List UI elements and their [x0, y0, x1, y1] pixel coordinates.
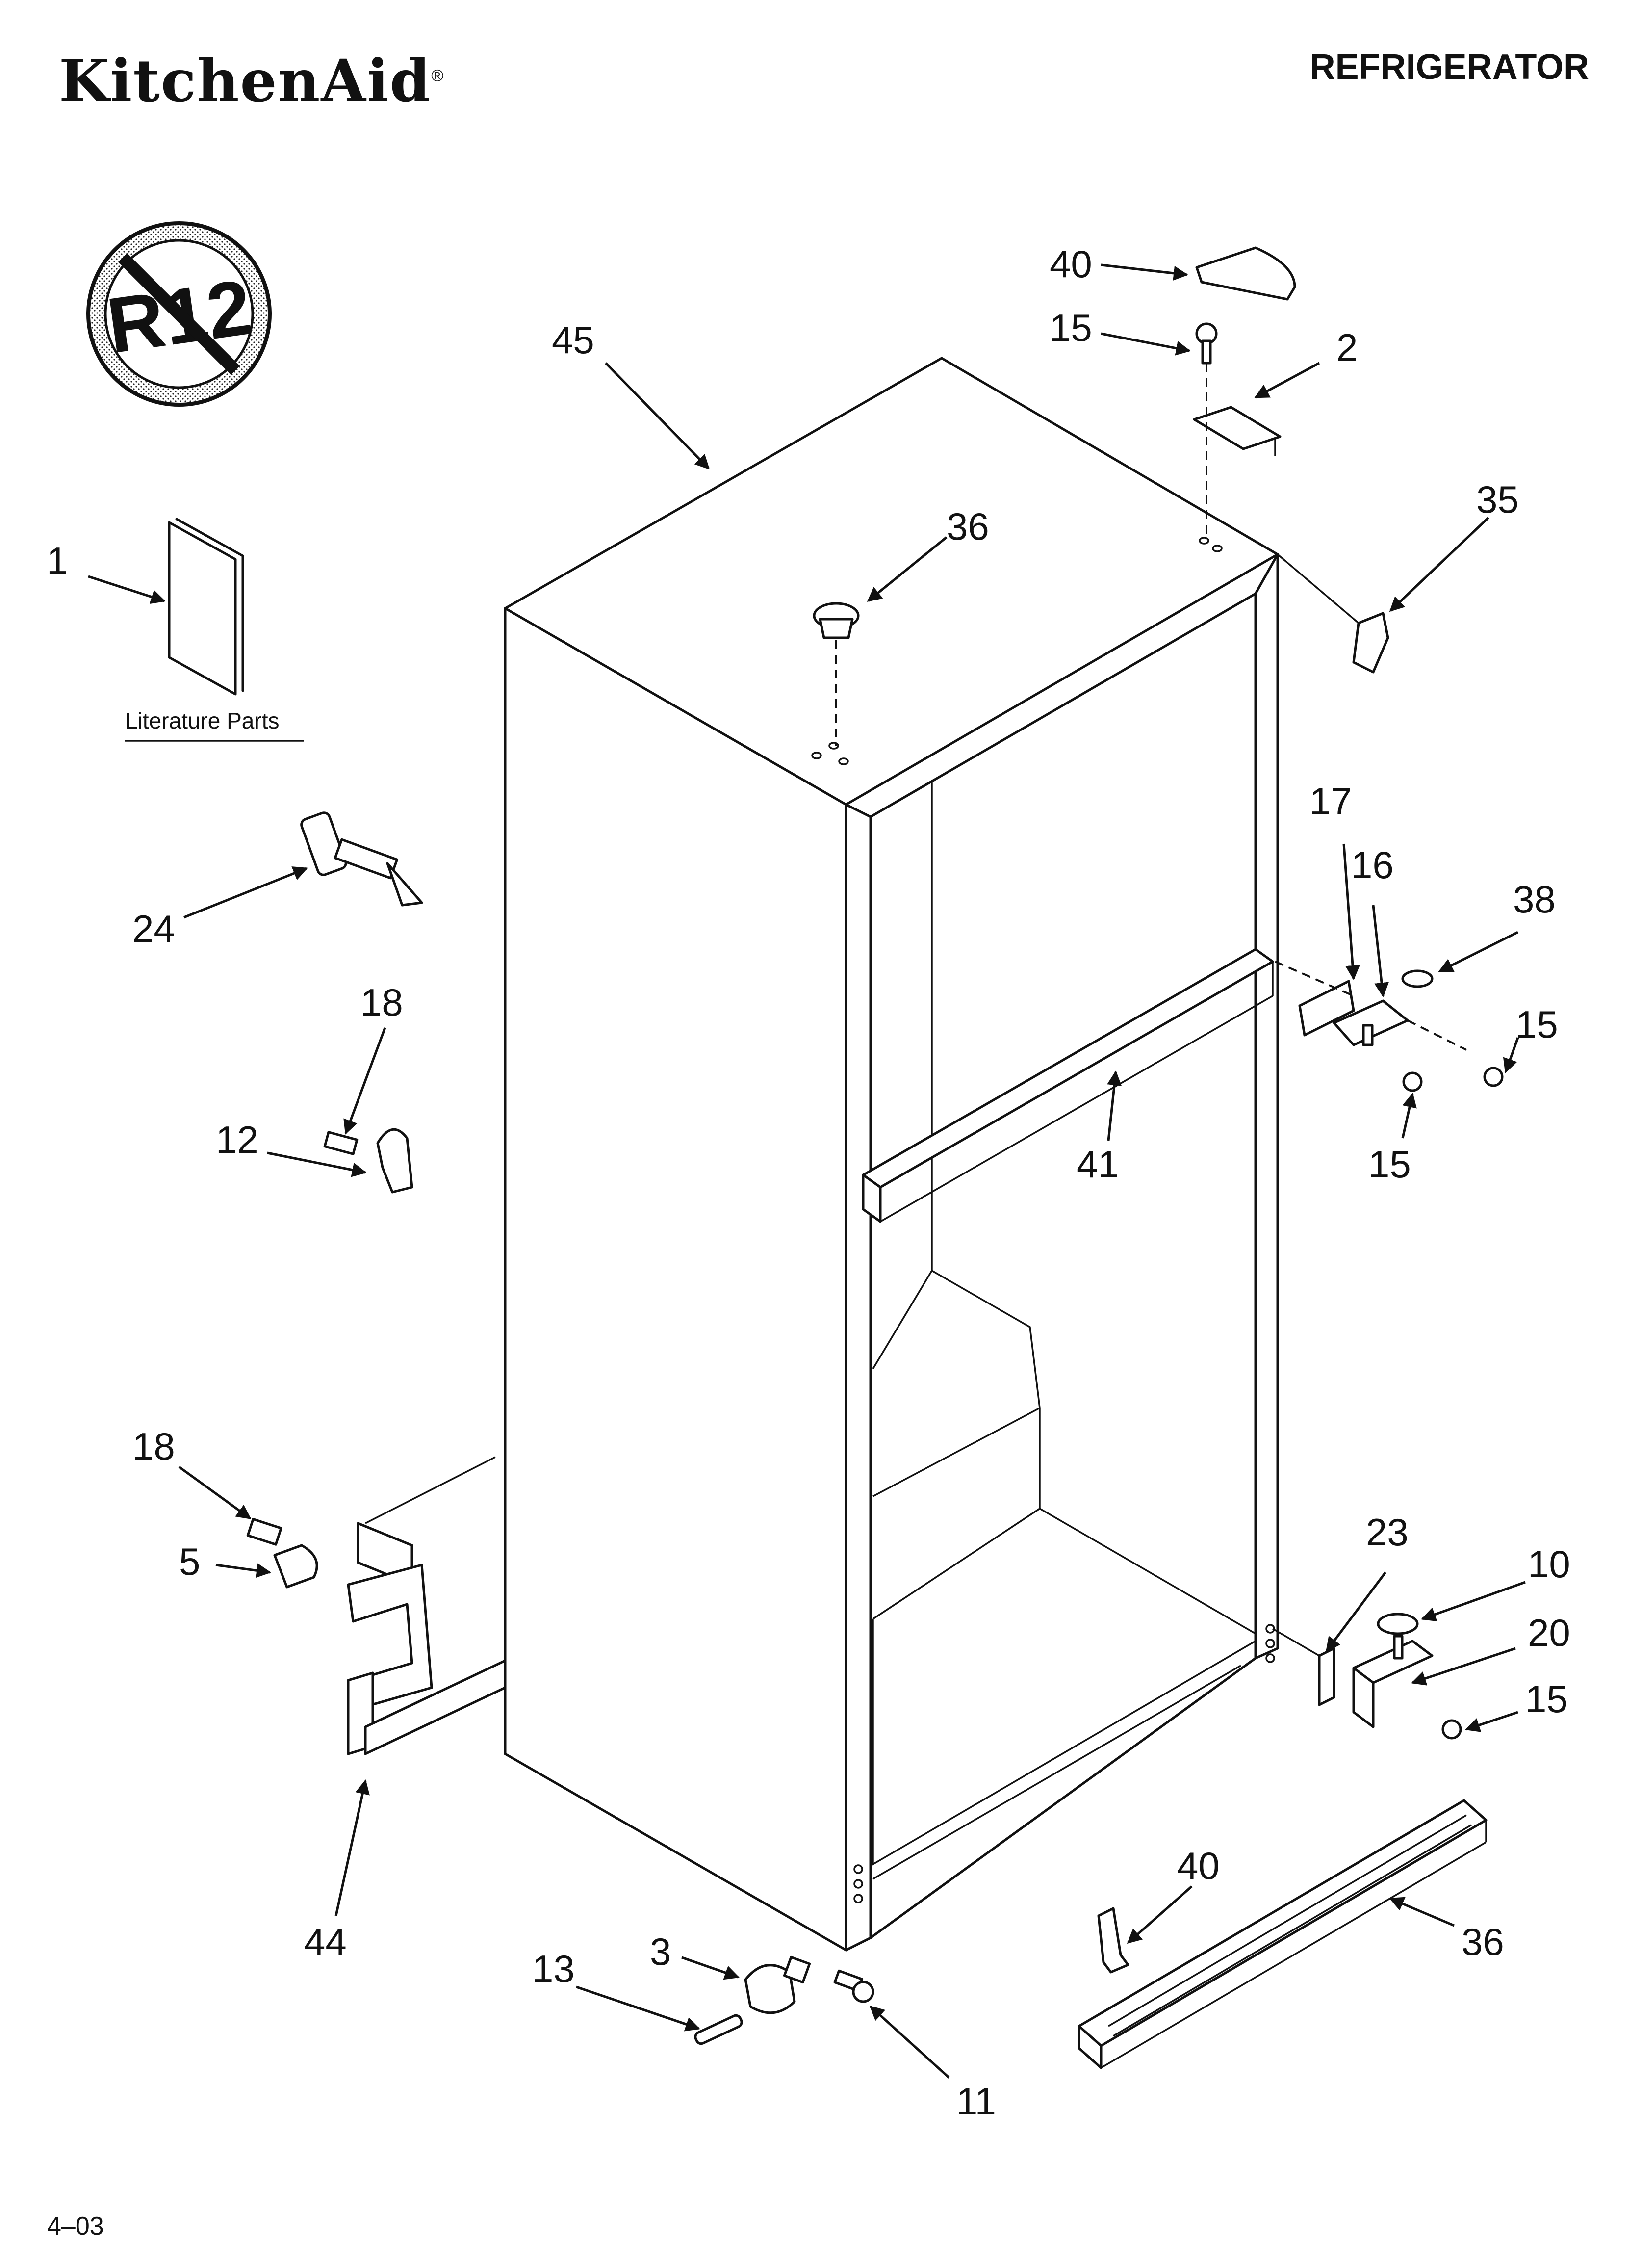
wireway-cover — [347, 1456, 507, 1755]
date-code: 4–03 — [47, 2212, 104, 2241]
callout-5: 5 — [179, 1540, 200, 1583]
refrigerator-cabinet — [504, 357, 1279, 1952]
callout-3: 3 — [650, 1930, 671, 1973]
clip-screw-upper — [323, 1128, 413, 1194]
callout-15-top: 15 — [1050, 306, 1092, 349]
callout-10: 10 — [1528, 1542, 1570, 1586]
callout-23: 23 — [1366, 1511, 1409, 1554]
plug-button — [813, 602, 860, 746]
callout-labels: 40 15 2 35 45 36 1 24 18 12 41 17 16 38 … — [47, 242, 1570, 2123]
callout-36: 36 — [1462, 1920, 1504, 1963]
wire-clip-lower — [246, 1517, 318, 1589]
callout-17: 17 — [1309, 780, 1352, 823]
product-type: REFRIGERATOR — [1309, 48, 1589, 87]
callout-35: 35 — [1476, 478, 1519, 521]
callout-18-lower: 18 — [132, 1425, 175, 1468]
callout-20: 20 — [1528, 1611, 1570, 1654]
literature-parts-label: Literature Parts — [125, 708, 279, 733]
callout-15-mid-right: 15 — [1515, 1003, 1558, 1046]
callout-1: 1 — [47, 539, 68, 582]
callout-27: 36 — [947, 505, 989, 548]
callout-11: 11 — [956, 2080, 996, 2123]
literature-booklet-icon: Literature Parts — [125, 518, 304, 742]
callout-38: 38 — [1513, 878, 1556, 921]
hinge-screw-top — [1195, 322, 1218, 365]
roller-bracket — [744, 1955, 811, 2014]
top-hinge — [1193, 363, 1282, 540]
middle-hinge-assembly — [1275, 961, 1504, 1092]
brand-logo: KitchenAid® — [59, 47, 444, 115]
callout-41: 41 — [1077, 1143, 1119, 1186]
callout-15-bottom: 15 — [1525, 1677, 1568, 1721]
callout-44: 44 — [304, 1920, 347, 1963]
callout-40: 40 — [1050, 242, 1092, 286]
callout-24: 24 — [132, 907, 175, 950]
top-hinge-cover — [1195, 246, 1296, 301]
roller-screw — [833, 1969, 874, 2003]
callout-18-upper: 18 — [360, 981, 403, 1024]
callout-leaders — [88, 263, 1526, 2079]
callout-13: 13 — [532, 1947, 575, 1990]
grille-clip — [1097, 1907, 1129, 1974]
door-stop-pin — [300, 811, 423, 907]
base-grille — [1078, 1799, 1488, 2069]
bottom-hinge-assembly — [1272, 1613, 1462, 1740]
callout-45: 45 — [552, 318, 594, 362]
callout-37: 40 — [1177, 1844, 1220, 1887]
hinge-pin-cover — [1277, 553, 1389, 674]
callout-15-mid: 15 — [1368, 1143, 1411, 1186]
callout-16: 16 — [1351, 843, 1394, 886]
brand-name: KitchenAid — [59, 47, 432, 115]
no-r12-refrigerant-icon: R12 — [86, 221, 272, 407]
callout-12: 12 — [216, 1118, 258, 1161]
registered-mark: ® — [431, 66, 445, 85]
roller-pin — [694, 2014, 743, 2045]
callout-2: 2 — [1336, 326, 1358, 369]
